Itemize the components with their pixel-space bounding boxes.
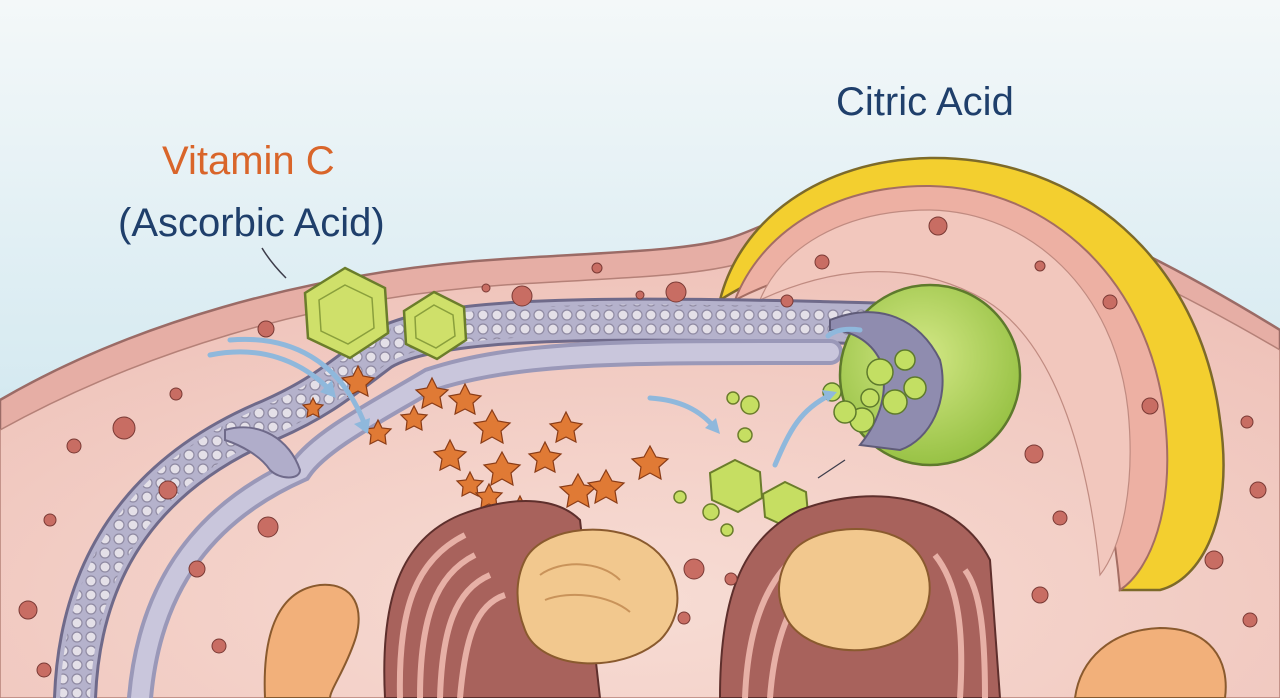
- label-leader-line-2: [817, 459, 846, 479]
- lemon-half: [718, 156, 1225, 592]
- vitamin-c-label: Vitamin C: [162, 139, 335, 183]
- label-leader-line: [261, 247, 287, 279]
- citric-acid-label: Citric Acid: [836, 80, 1014, 124]
- flow-arrowheads: [320, 380, 837, 434]
- flow-arrow-icon: [207, 326, 863, 468]
- citric-acid-molecule-icon: [822, 283, 1022, 467]
- mitochondria: [263, 495, 1227, 698]
- ascorbic-acid-label: (Ascorbic Acid): [118, 201, 385, 245]
- vitamin-c-molecule-icon: [303, 266, 468, 361]
- vesicles: [18, 216, 1267, 678]
